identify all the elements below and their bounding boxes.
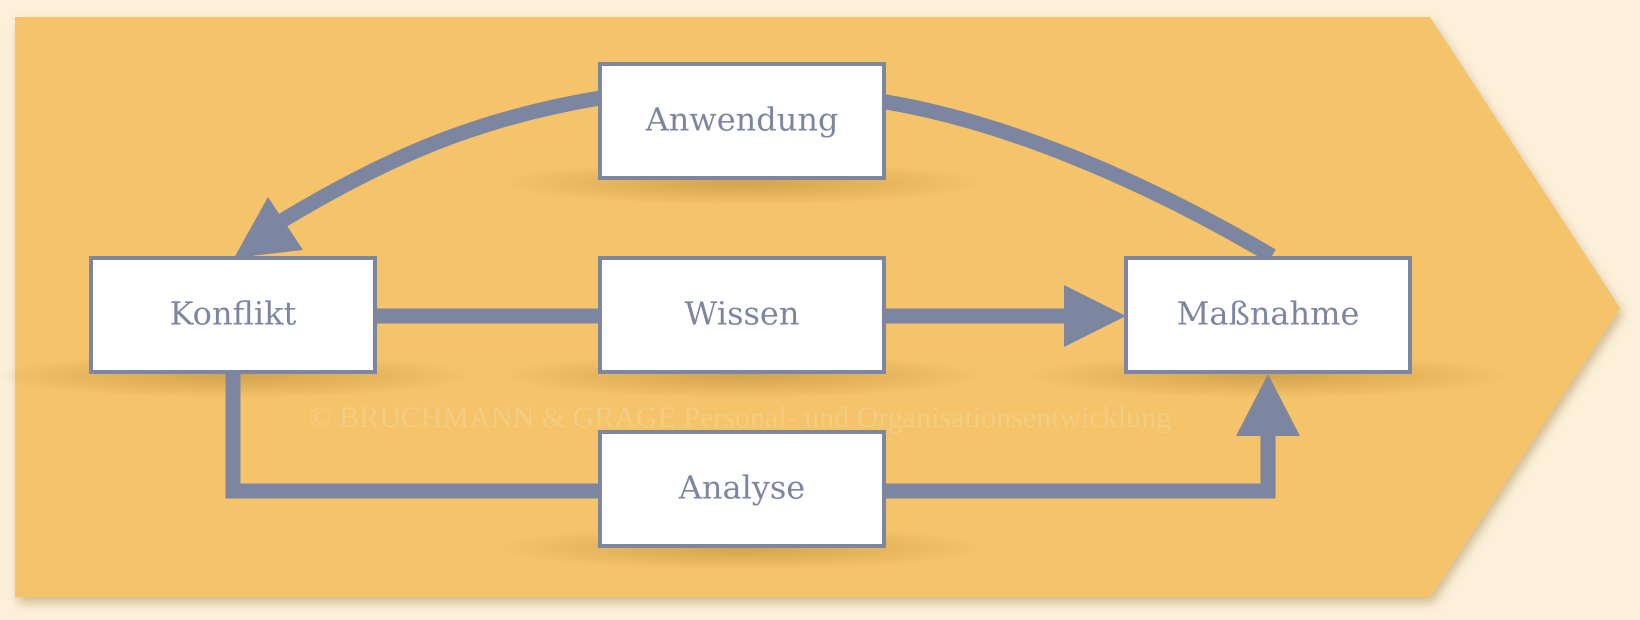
wissen-label: Wissen [685, 295, 800, 333]
analyse-box [598, 430, 886, 548]
node-massnahme: Maßnahme [1124, 256, 1412, 374]
node-anwendung: Anwendung [598, 62, 886, 180]
analyse-label: Analyse [678, 469, 805, 507]
anwendung-box [598, 62, 886, 180]
line-konflikt-to-analyse [225, 372, 600, 499]
node-konflikt: Konflikt [89, 256, 377, 374]
arrowhead-up-to-massnahme [1236, 374, 1300, 436]
node-wissen: Wissen [598, 256, 886, 374]
konflikt-box [89, 256, 377, 374]
arrowhead-to-massnahme [1064, 285, 1126, 347]
massnahme-box [1124, 256, 1412, 374]
arc-anwendung-to-konflikt [271, 90, 602, 232]
massnahme-label: Maßnahme [1177, 295, 1360, 333]
anwendung-label: Anwendung [645, 101, 839, 139]
connectors [225, 90, 1300, 499]
node-analyse: Analyse [598, 430, 886, 548]
arc-massnahme-to-anwendung [878, 93, 1276, 263]
wissen-box [598, 256, 886, 374]
line-analyse-to-massnahme [884, 428, 1276, 499]
watermark-text: © BRUCHMANN & GRAGE Personal- und Organi… [309, 401, 1171, 434]
arrowhead-to-konflikt [234, 197, 303, 258]
konflikt-label: Konflikt [170, 295, 297, 333]
